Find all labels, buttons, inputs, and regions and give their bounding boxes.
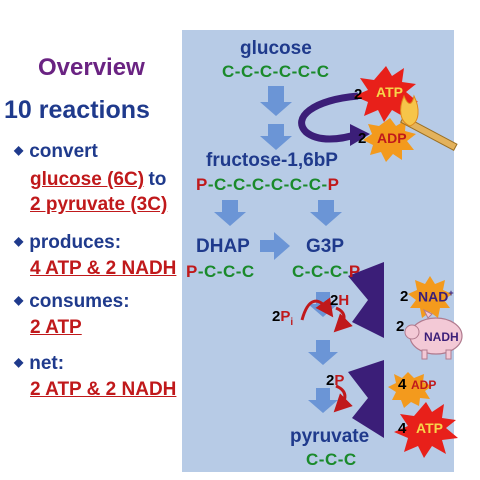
nad-star-icon: [408, 276, 452, 318]
dhap-label: DHAP: [196, 236, 250, 257]
glucose-label: glucose: [240, 38, 312, 59]
h-label: 2H: [330, 292, 350, 309]
down-arrow-icon: [214, 200, 246, 226]
match-icon: [400, 94, 458, 152]
atp-out-label: ATP: [416, 420, 443, 436]
atp-in-count: 2: [354, 86, 363, 103]
p-red-arrow-icon: [333, 384, 353, 413]
adp-out-count: 2: [358, 130, 367, 147]
g3p-chain: C-C-C-P: [292, 262, 361, 281]
enzyme-icon: [348, 360, 384, 438]
pig-icon: [404, 308, 463, 360]
down-arrow-icon: [260, 124, 292, 150]
atp-out-star-icon: [394, 402, 458, 458]
bullet-convert: ◆ convert: [14, 141, 98, 163]
bullet-produces: ◆ produces:: [14, 232, 121, 254]
glucose-chain: C-C-C-C-C-C: [222, 62, 330, 81]
diamond-bullet-icon: ◆: [14, 143, 24, 157]
diamond-bullet-icon: ◆: [14, 355, 24, 369]
nad-label: NAD+: [418, 288, 454, 305]
fructose-chain: P-C-C-C-C-C-C-P: [196, 175, 340, 194]
atp-out-count: 4: [398, 420, 407, 437]
dhap-chain: P-C-C-C: [186, 262, 255, 281]
bullet-convert-line1: glucose (6C) to: [30, 169, 166, 191]
bullet-head-text: produces:: [29, 232, 122, 253]
pi-red-arrow-icon: [300, 297, 334, 321]
nadh-label: NADH: [424, 330, 459, 344]
adp-in-count: 4: [398, 376, 407, 393]
down-arrow-icon: [308, 340, 338, 365]
adp-out-label: ADP: [377, 130, 407, 146]
atp-in-label: ATP: [376, 84, 403, 100]
p-label: 2P: [326, 372, 345, 389]
adp-in-label: ADP: [411, 378, 437, 392]
right-arrow-icon: [260, 232, 290, 260]
adp-star-icon: [363, 118, 416, 162]
bullet-net: ◆ net:: [14, 353, 64, 375]
bullet-head-text: net:: [29, 353, 65, 374]
consumes-value: 2 ATP: [30, 317, 82, 338]
diamond-bullet-icon: ◆: [14, 234, 24, 248]
bullet-head-text: convert: [29, 141, 98, 162]
pi-label: 2Pi: [272, 308, 294, 328]
pyruvate-3c-text: 2 pyruvate (3C): [30, 194, 168, 215]
adp-out-star-icon: [388, 372, 432, 408]
enzyme-icon: [348, 262, 384, 338]
down-arrow-icon: [308, 388, 338, 413]
fructose-label: fructose-1,6bP: [206, 150, 338, 171]
pyruvate-chain: C-C-C: [306, 450, 357, 469]
glucose-6c-text: glucose (6C): [30, 169, 145, 190]
to-text: to: [148, 169, 167, 190]
bullet-head-text: consumes:: [29, 291, 130, 312]
bullet-consumes: ◆ consumes:: [14, 291, 130, 313]
h-red-arrow-icon: [333, 306, 353, 333]
atp-adp-curved-arrow-icon: [298, 92, 360, 143]
down-arrow-icon: [310, 200, 342, 226]
produces-value: 4 ATP & 2 NADH: [30, 258, 177, 279]
nad-count: 2: [400, 288, 409, 305]
down-arrow-icon: [260, 86, 292, 116]
diamond-bullet-icon: ◆: [14, 293, 24, 307]
nadh-count: 2: [396, 318, 405, 335]
g3p-label: G3P: [306, 236, 345, 257]
overview-subtitle: 10 reactions: [4, 96, 150, 124]
overview-title: Overview: [38, 54, 145, 81]
pyruvate-label: pyruvate: [290, 426, 370, 447]
net-value: 2 ATP & 2 NADH: [30, 379, 177, 400]
